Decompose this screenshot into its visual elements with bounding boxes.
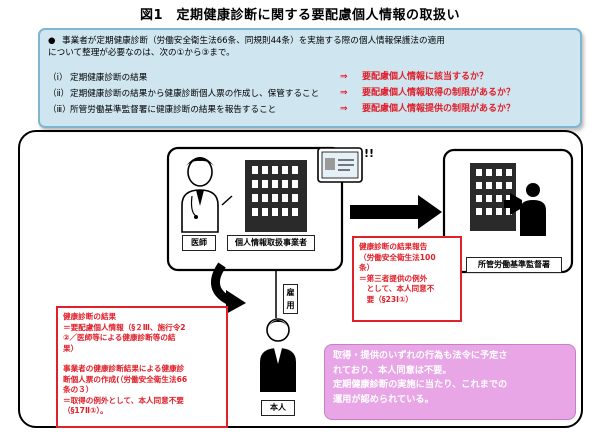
summary-line-2: について整理が必要なのは、次の①から③まで。 [48, 48, 235, 58]
item-3-number: （ⅲ） [48, 105, 71, 115]
note-line: 定期健康診断の実施に当たり、これまでの [333, 379, 508, 390]
doctor-label: 医師 [182, 235, 216, 251]
item-2-question: 要配慮個人情報取得の制限があるか？ [362, 88, 516, 98]
note-line [63, 354, 221, 364]
note-line: 条） [359, 263, 375, 272]
report-arrow [350, 195, 442, 229]
person-label: 本人 [261, 400, 295, 416]
megaphone-person-icon [504, 183, 546, 236]
person-icon [260, 318, 296, 392]
id-card-icon [317, 147, 363, 183]
summary-line-1: 事業者が定期健康診断（労働安全衛生法66条、同規則44条）を実施する際の個人情報… [62, 36, 445, 46]
item-1-question: 要配慮個人情報に該当するか？ [362, 72, 489, 82]
note-line: として、本人同意不 [359, 284, 435, 293]
item-3-arrow: ⇒ [340, 104, 348, 114]
curved-arrow [210, 262, 246, 314]
item-1-text: 定期健康診断の結果 [70, 73, 148, 83]
item-1-number: （ⅰ） [48, 73, 68, 83]
note-line: 断個人票の作成(（労働安全衛生法66 [63, 374, 188, 384]
note-line: 健康診断の結果 [63, 312, 117, 321]
employment-label: 雇用 [283, 284, 298, 314]
note-line: ＝第三者提供の例外 [359, 273, 428, 283]
summary-box [38, 28, 582, 128]
note-line: 健康診断の結果報告 [359, 242, 428, 251]
note-line: 取得・提供のいずれの行為も法令に予定さ [333, 350, 508, 361]
conclusion-note: 取得・提供のいずれの行為も法令に予定さ れており、本人同意は不要。 定期健康診断… [324, 344, 576, 420]
report-note: 健康診断の結果報告 （労働安全衛生法100 条） ＝第三者提供の例外 として、本… [352, 236, 462, 322]
item-3-question: 要配慮個人情報提供の制限があるか？ [362, 104, 516, 114]
note-line: 条の３） [63, 385, 94, 394]
note-line: 事業者の健康診断結果による健康診 [63, 364, 185, 373]
item-1-arrow: ⇒ [340, 72, 348, 82]
note-line: 運用が認められている。 [333, 393, 434, 405]
note-line: ＝要配慮個人情報（§２Ⅲ、施行令2 [63, 322, 186, 332]
note-line: 要（§23Ⅰ①） [359, 294, 413, 304]
diagram-frame [18, 130, 583, 428]
alert-mark: !! [364, 147, 375, 160]
note-line: れており、本人同意は不要。 [333, 364, 452, 376]
note-line: ②／医師等による健康診断等の結 [63, 333, 176, 342]
doctor-icon [181, 157, 219, 233]
note-line: （§17Ⅱ①）。 [63, 406, 108, 415]
note-line: 果） [63, 343, 79, 353]
labor-office-label: 所管労働基準監督署 [466, 257, 562, 273]
item-2-arrow: ⇒ [340, 88, 348, 98]
employer-label: 個人情報取扱事業者 [227, 235, 315, 251]
item-3-text: 所管労働基準監督署に健康診断の結果を報告すること [70, 105, 277, 115]
employer-building-icon [245, 160, 307, 232]
labor-office-building-icon [470, 163, 516, 231]
summary-bullet: ● [48, 36, 56, 46]
note-line: （労働安全衛生法100 [359, 252, 436, 262]
item-2-number: （ⅱ） [48, 89, 70, 99]
note-line: ＝取得の例外として、本人同意不要 [63, 395, 184, 405]
health-check-result-note: 健康診断の結果 ＝要配慮個人情報（§２Ⅲ、施行令2 ②／医師等による健康診断等の… [56, 306, 228, 428]
page-title: 図1 定期健康診断に関する要配慮個人情報の取扱い [139, 8, 461, 23]
item-2-text: 定期健康診断の結果から健康診断個人票の作成し、保管すること [70, 89, 320, 99]
